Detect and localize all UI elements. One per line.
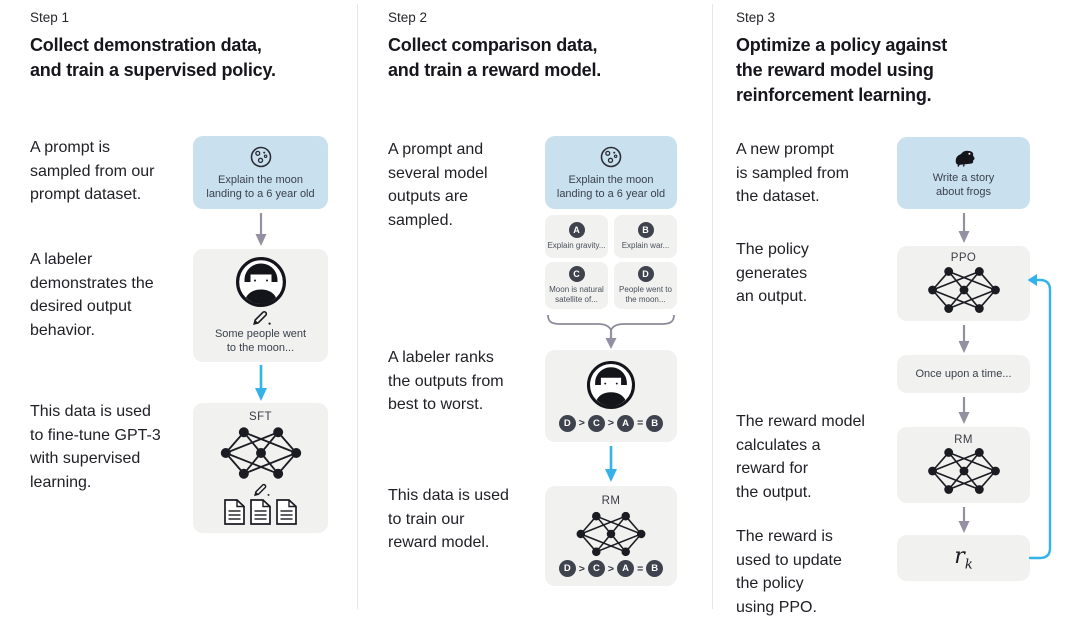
model-output-cell: B Explain war... bbox=[614, 215, 677, 258]
reward-variable: rk bbox=[954, 543, 973, 573]
pencil-icon bbox=[253, 483, 269, 497]
reward-model-box: RM D > C > A = B bbox=[545, 486, 677, 586]
annotation-text: This data is used to train our reward mo… bbox=[388, 487, 509, 551]
arrow-down-gray-icon bbox=[958, 397, 970, 424]
rank-badge: A bbox=[617, 414, 635, 432]
prompt-box: Explain the moon landing to a 6 year old bbox=[545, 136, 677, 209]
model-output-cell: D People went to the moon... bbox=[614, 262, 677, 309]
model-output-cell: C Moon is natural satellite of... bbox=[545, 262, 608, 309]
frog-icon bbox=[955, 150, 974, 167]
annotation-text: A new prompt is sampled from the dataset… bbox=[736, 141, 849, 205]
arrow-down-blue-icon bbox=[605, 446, 617, 482]
neural-network-icon bbox=[927, 266, 1000, 313]
output-badge: A bbox=[568, 222, 585, 238]
output-text: Moon is natural satellite of... bbox=[549, 285, 604, 304]
moon-icon bbox=[600, 146, 622, 167]
annotation-text: The policy generates an output. bbox=[736, 241, 809, 305]
labeler-avatar-icon bbox=[235, 257, 286, 308]
reward-value-box: rk bbox=[897, 535, 1030, 581]
rank-badge: D bbox=[558, 560, 576, 578]
step-2-label: Step 2 bbox=[388, 10, 428, 25]
labeler-avatar-icon bbox=[586, 361, 636, 410]
feedback-loop-arrow-icon bbox=[1027, 274, 1052, 560]
prompt-text: Explain the moon landing to a 6 year old bbox=[556, 173, 666, 200]
pencil-icon bbox=[252, 310, 271, 325]
labeler-ranking-box: D > C > A = B bbox=[545, 350, 677, 442]
ranking-row: D > C > A = B bbox=[558, 414, 664, 432]
annotation-text: A prompt is sampled from our prompt data… bbox=[30, 139, 155, 203]
rank-badge: D bbox=[558, 414, 576, 432]
annotation-text: The reward is used to update the policy … bbox=[736, 528, 842, 616]
rank-separator: = bbox=[637, 562, 644, 575]
neural-network-icon bbox=[927, 448, 1000, 495]
annotation-text: The reward model calculates a reward for… bbox=[736, 413, 865, 501]
curly-brace-arrow-icon bbox=[547, 314, 675, 349]
step-1-title: Collect demonstration data, and train a … bbox=[30, 35, 276, 80]
arrow-down-gray-icon bbox=[958, 507, 970, 533]
sft-model-box: SFT bbox=[193, 403, 328, 533]
prompt-box: Explain the moon landing to a 6 year old bbox=[193, 136, 328, 209]
rank-badge: B bbox=[646, 560, 664, 578]
model-label: PPO bbox=[950, 252, 977, 265]
step-3-title: Optimize a policy against the reward mod… bbox=[736, 35, 948, 105]
model-label: RM bbox=[601, 494, 621, 507]
annotation-text: A labeler ranks the outputs from best to… bbox=[388, 349, 504, 413]
prompt-box: Write a story about frogs bbox=[897, 137, 1030, 209]
policy-output-box: Once upon a time... bbox=[897, 355, 1030, 393]
neural-network-icon bbox=[576, 511, 646, 556]
policy-output-text: Once upon a time... bbox=[915, 368, 1012, 380]
arrow-down-blue-icon bbox=[255, 365, 267, 401]
rank-separator: > bbox=[578, 562, 585, 575]
moon-icon bbox=[250, 146, 271, 167]
output-text: Explain war... bbox=[621, 241, 670, 250]
annotation-text: A prompt and several model outputs are s… bbox=[388, 141, 488, 229]
prompt-text: Write a story about frogs bbox=[932, 172, 995, 198]
arrow-down-gray-icon bbox=[958, 325, 970, 353]
step-2-title: Collect comparison data, and train a rew… bbox=[388, 35, 602, 80]
labeler-demo-text: Some people went to the moon... bbox=[214, 327, 307, 354]
rank-separator: > bbox=[607, 417, 615, 430]
step-3-label: Step 3 bbox=[736, 10, 776, 25]
model-label: RM bbox=[954, 433, 973, 446]
annotation-text: A labeler demonstrates the desired outpu… bbox=[30, 251, 154, 339]
rank-separator: > bbox=[578, 417, 585, 430]
output-badge: B bbox=[637, 222, 654, 238]
prompt-text: Explain the moon landing to a 6 year old bbox=[206, 173, 315, 200]
arrow-down-gray-icon bbox=[255, 213, 267, 246]
rank-badge: A bbox=[617, 560, 635, 578]
rank-separator: = bbox=[637, 417, 644, 430]
reward-model-box: RM bbox=[897, 427, 1030, 503]
rank-badge: B bbox=[646, 414, 664, 432]
column-divider bbox=[357, 4, 358, 609]
rank-badge: C bbox=[587, 560, 605, 578]
output-text: People went to the moon... bbox=[619, 285, 672, 304]
annotation-text: This data is used to fine-tune GPT-3 wit… bbox=[30, 403, 161, 491]
documents-icon bbox=[223, 499, 297, 525]
rank-separator: > bbox=[607, 562, 615, 575]
step-1-label: Step 1 bbox=[30, 10, 70, 25]
column-divider bbox=[712, 4, 713, 609]
labeler-box: Some people went to the moon... bbox=[193, 249, 328, 362]
ppo-policy-box: PPO bbox=[897, 246, 1030, 321]
arrow-down-gray-icon bbox=[958, 213, 970, 243]
ranking-row: D > C > A = B bbox=[558, 560, 664, 578]
neural-network-icon bbox=[220, 427, 301, 479]
rank-badge: C bbox=[587, 414, 605, 432]
output-text: Explain gravity... bbox=[547, 241, 606, 250]
output-badge: D bbox=[637, 266, 654, 282]
output-badge: C bbox=[568, 266, 585, 282]
model-output-cell: A Explain gravity... bbox=[545, 215, 608, 258]
model-label: SFT bbox=[249, 411, 272, 423]
